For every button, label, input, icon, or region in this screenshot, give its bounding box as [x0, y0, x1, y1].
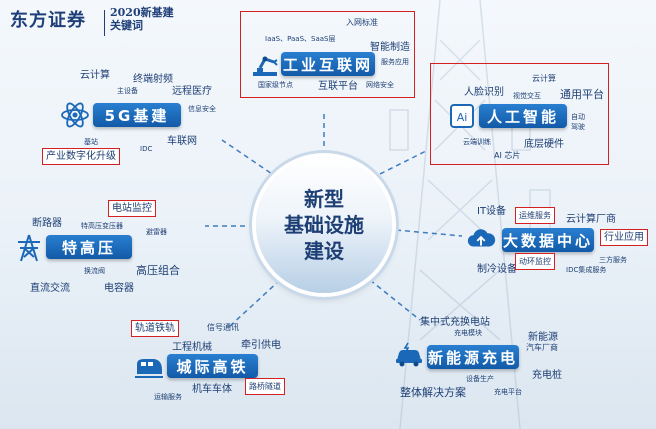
term-underlying-hardware: 底层硬件 — [524, 139, 564, 150]
term-charging-module: 充电模块 — [454, 329, 482, 337]
term-general-platform: 通用平台 — [560, 88, 604, 101]
subtitle-line-2: 关键词 — [110, 19, 143, 32]
center-line-3: 建设 — [304, 239, 344, 263]
term-face-recognition: 人脸识别 — [464, 87, 504, 98]
ai-highlight-box — [430, 63, 609, 165]
tag-industry-digital-upgrade: 产业数字化升级 — [42, 148, 120, 165]
header-divider — [104, 10, 105, 36]
term-new-energy: 新能源 — [528, 332, 558, 343]
term-rf-terminal: 终端射频 — [133, 74, 173, 85]
term-vehicle-network: 车联网 — [167, 136, 197, 147]
term-traction-power: 牵引供电 — [241, 340, 281, 351]
term-third-party-service: 三方服务 — [599, 256, 627, 264]
tag-road-bridge-tunnel: 路桥隧道 — [245, 378, 285, 395]
term-hv-combination: 高压组合 — [136, 264, 180, 277]
term-converter-valve: 换流阀 — [84, 267, 105, 275]
term-ai-chip: AI 芯片 — [494, 151, 521, 160]
term-network-security: 网络安全 — [366, 81, 394, 89]
term-driving: 驾驶 — [571, 123, 585, 131]
term-charging-platform: 充电平台 — [494, 388, 522, 396]
term-info-security: 信息安全 — [188, 105, 216, 113]
term-national-node: 国家级节点 — [258, 81, 293, 89]
term-engineering-machinery: 工程机械 — [172, 342, 212, 353]
term-cooling-equipment: 制冷设备 — [477, 264, 517, 275]
term-main-equipment: 主设备 — [117, 87, 138, 95]
power-tower-icon — [14, 233, 44, 263]
center-circle: 新型 基础设施 建设 — [256, 157, 392, 293]
term-visual-interaction: 视觉交互 — [513, 92, 541, 100]
term-autonomous: 自动 — [571, 113, 585, 121]
tag-ops-service: 运维服务 — [515, 207, 555, 224]
train-icon — [134, 353, 164, 383]
term-it-equipment: IT设备 — [477, 206, 507, 217]
term-base-station: 基站 — [84, 138, 98, 146]
term-uhv-transformer: 特高压变压器 — [81, 222, 123, 230]
term-equipment-production: 设备生产 — [466, 375, 494, 383]
term-arrester: 避雷器 — [146, 228, 167, 236]
center-line-2: 基础设施 — [284, 213, 364, 237]
term-dc-ac: 直流交流 — [30, 283, 70, 294]
term-signal-comm: 信号通讯 — [207, 323, 239, 332]
term-remote-medical: 远程医疗 — [172, 86, 212, 97]
term-iaas-paas-saas: IaaS、PaaS、SaaS层 — [265, 35, 336, 43]
term-locomotive-body: 机车车体 — [192, 384, 232, 395]
term-cloud-computing-5g: 云计算 — [80, 70, 110, 81]
ev-car-icon — [394, 340, 424, 370]
term-service-apps: 服务应用 — [381, 58, 409, 66]
big-data-label: 大数据中心 — [502, 228, 594, 252]
term-network-standard: 入网标准 — [346, 18, 378, 27]
term-automakers: 汽车厂商 — [526, 343, 558, 352]
ev-charging-label: 新能源充电 — [427, 345, 519, 369]
term-centralized-charging: 集中式充换电站 — [420, 317, 490, 328]
term-idc: IDC — [140, 145, 153, 153]
subtitle-line-1: 2020新基建 — [110, 6, 174, 19]
term-cloud-vendors: 云计算厂商 — [566, 214, 616, 225]
5g-label: 5G基建 — [93, 103, 181, 127]
svg-text:Ai: Ai — [457, 111, 468, 124]
term-cloud-computing-ai: 云计算 — [532, 74, 556, 83]
intercity-rail-label: 城际高铁 — [167, 354, 258, 378]
cloud-upload-icon — [466, 224, 496, 254]
term-circuit-breaker: 断路器 — [32, 218, 62, 229]
uhv-label: 特高压 — [46, 235, 132, 259]
center-line-1: 新型 — [304, 187, 344, 211]
industrial-internet-highlight-box — [240, 11, 415, 98]
ai-label: 人工智能 — [479, 104, 567, 128]
term-total-solution: 整体解决方案 — [400, 386, 466, 399]
tag-industry-application: 行业应用 — [600, 229, 648, 246]
tag-station-monitoring: 电站监控 — [108, 200, 156, 217]
term-smart-manufacturing: 智能制造 — [370, 42, 410, 53]
brand-name: 东方证券 — [10, 10, 86, 31]
industrial-internet-label: 工业互联网 — [281, 52, 375, 76]
ai-chip-icon: Ai — [447, 101, 477, 131]
term-charging-pile: 充电桩 — [532, 370, 562, 381]
atom-icon — [60, 100, 90, 130]
header-subtitle: 2020新基建 关键词 — [110, 6, 174, 32]
term-cloud-training: 云端训练 — [463, 138, 491, 146]
term-capacitor: 电容器 — [104, 283, 134, 294]
term-idc-integration: IDC集成服务 — [566, 266, 607, 274]
term-interconnect-platform: 互联平台 — [318, 81, 358, 92]
robot-arm-icon — [250, 50, 280, 80]
tag-environment-monitoring: 动环监控 — [515, 253, 555, 270]
tag-rail-track: 轨道铁轨 — [131, 320, 179, 337]
term-transport-service: 运输服务 — [154, 393, 182, 401]
